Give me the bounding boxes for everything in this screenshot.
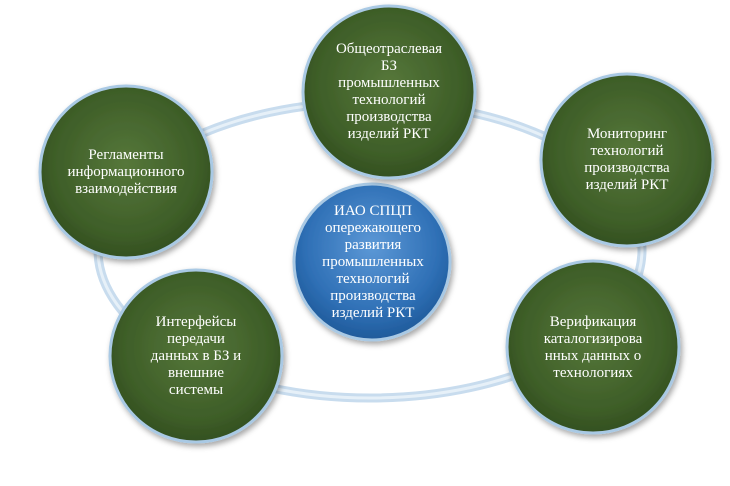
node-left-text: Регламенты информационного взаимодействи…	[67, 146, 185, 197]
node-right-label: Мониторинг технологий производства издел…	[550, 120, 704, 200]
node-left-label: Регламенты информационного взаимодействи…	[42, 140, 210, 204]
node-top-label: Общеотраслевая БЗ промышленных технологи…	[310, 30, 468, 154]
center-node-label: ИАО СПЦП опережающего развития промышлен…	[300, 196, 446, 328]
node-right-circle	[539, 72, 715, 248]
node-top-circle	[301, 4, 477, 180]
node-left-circle	[38, 84, 214, 260]
node-top-text: Общеотраслевая БЗ промышленных технологи…	[335, 41, 443, 142]
node-bottom-left-label: Интерфейсы передачи данных в БЗ и внешни…	[120, 306, 272, 406]
node-right-text: Мониторинг технологий производства издел…	[584, 126, 670, 193]
node-bottom-left-circle	[108, 268, 284, 444]
node-bottom-right-text: Верификация каталогизирова нных данных о…	[543, 314, 643, 381]
center-node-text: ИАО СПЦП опережающего развития промышлен…	[322, 202, 424, 321]
node-bottom-right-label: Верификация каталогизирова нных данных о…	[514, 308, 672, 388]
node-bottom-right-circle	[505, 259, 681, 435]
center-node-circle	[292, 182, 452, 342]
node-bottom-left-text: Интерфейсы передачи данных в БЗ и внешни…	[150, 313, 242, 398]
